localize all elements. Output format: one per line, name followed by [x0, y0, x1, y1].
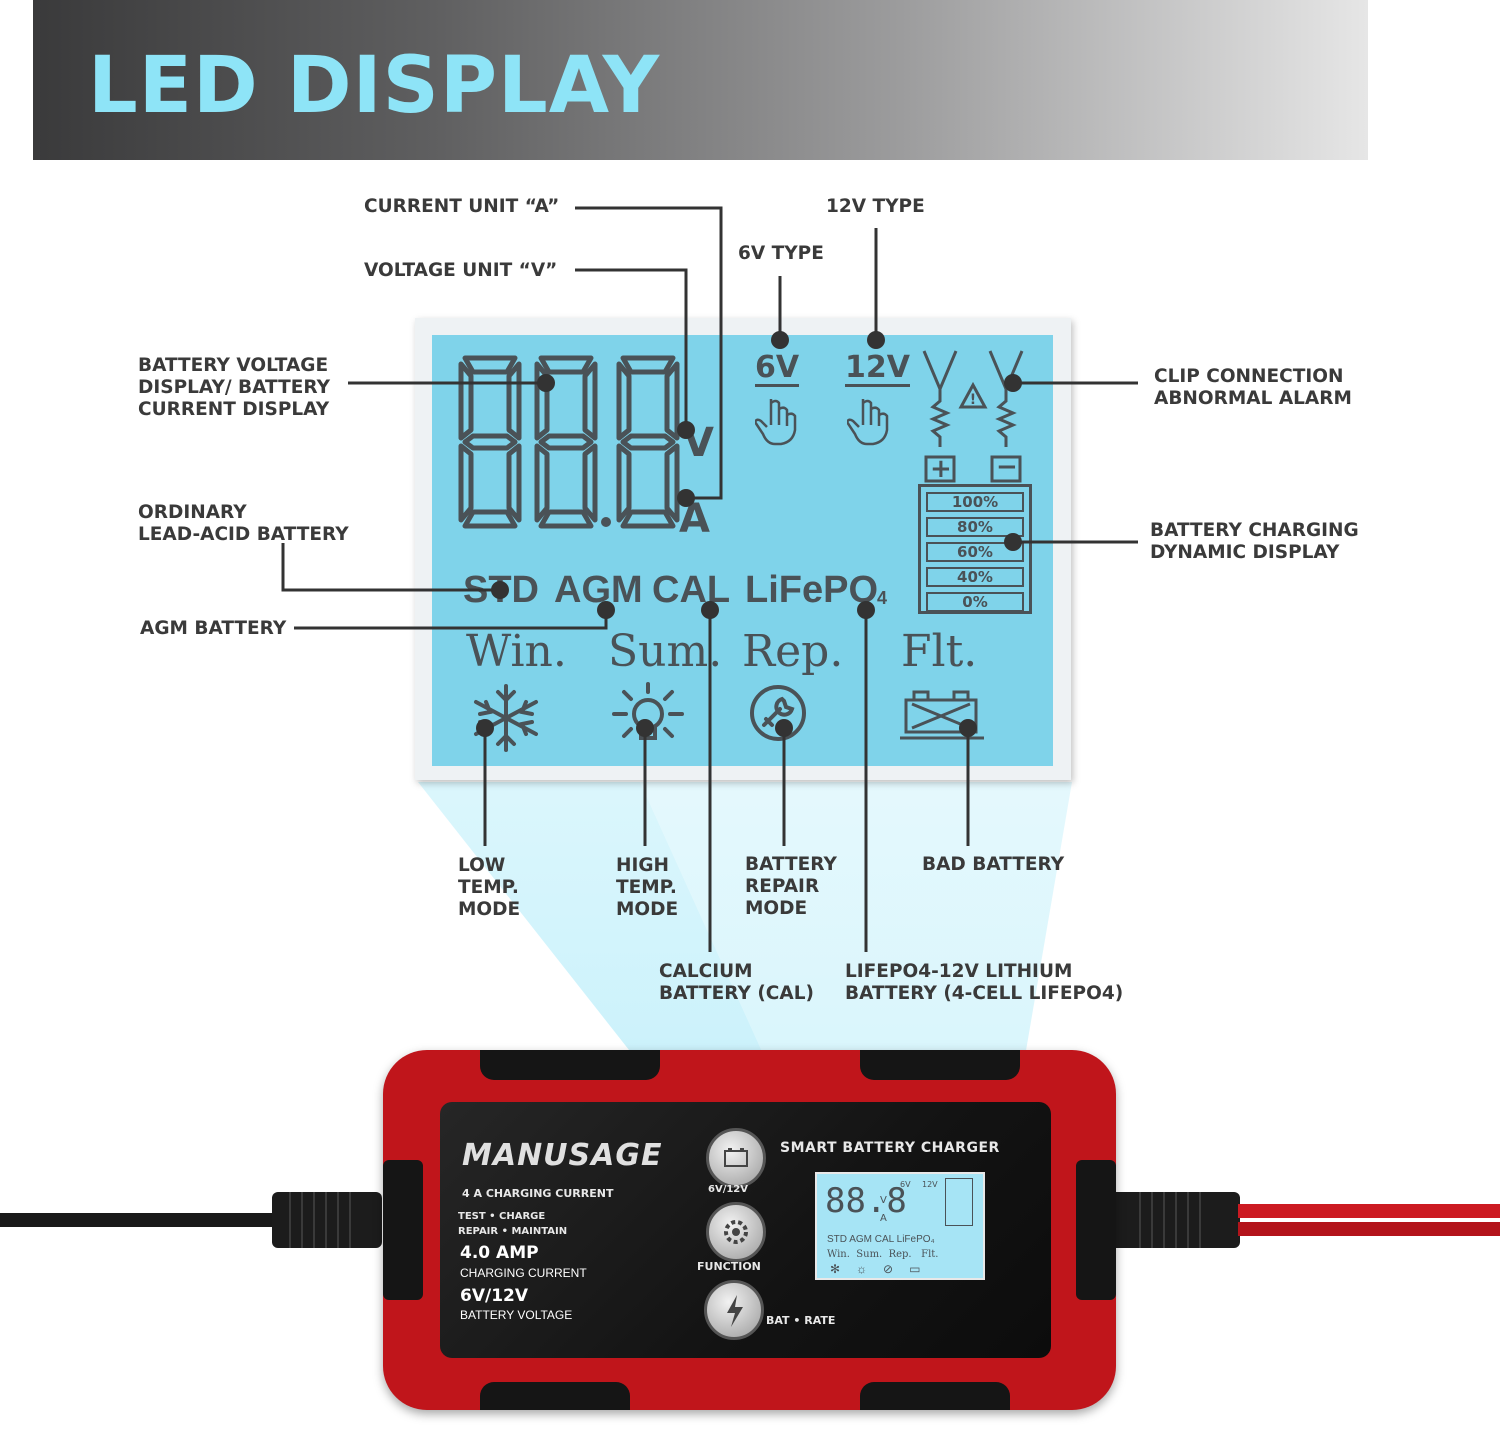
charger-cables — [0, 1192, 1500, 1248]
mini-lcd-digits: 88.8 — [825, 1181, 907, 1221]
callout-current-unit: CURRENT UNIT “A” — [364, 196, 560, 217]
callout-voltage-unit: VOLTAGE UNIT “V” — [364, 260, 558, 281]
header-banner — [33, 0, 1368, 160]
lcd-type-cal: CAL — [652, 569, 731, 611]
charger-top-grip — [860, 1050, 1020, 1080]
charger-top-grip — [480, 1050, 660, 1080]
device-features-2: REPAIR • MAINTAIN — [458, 1226, 568, 1237]
battery-level-0: 0% — [926, 592, 1024, 612]
battery-level-frame — [918, 484, 1032, 614]
callout-bad-battery: BAD BATTERY — [922, 854, 1065, 875]
callout-high-temp: HIGH TEMP. MODE — [616, 855, 679, 920]
lcd-plus: + — [930, 454, 952, 484]
snowflake-icon — [474, 684, 538, 752]
device-amp: 4.0 AMP — [460, 1243, 539, 1263]
function-button-label: FUNCTION — [697, 1260, 761, 1273]
lcd-type-agm: AGM — [554, 569, 643, 611]
callout-repair: BATTERY REPAIR MODE — [745, 854, 837, 919]
mini-lcd-12v: 12V — [922, 1180, 938, 1189]
lcd-mode-sum: Sum. — [608, 626, 723, 677]
mini-lcd-a: A — [880, 1213, 887, 1224]
callout-voltage-display: BATTERY VOLTAGE DISPLAY/ BATTERY CURRENT… — [138, 355, 330, 420]
lcd-mode-rep: Rep. — [742, 626, 844, 677]
battery-level-40: 40% — [926, 567, 1024, 587]
charger-bottom-grip — [480, 1382, 630, 1410]
lcd-mode-flt: Flt. — [901, 626, 978, 677]
svg-text:!: ! — [970, 392, 976, 408]
charger-side-grip — [383, 1160, 423, 1300]
mini-lcd-mode-icons: ✻☼⊘▭ — [830, 1262, 937, 1276]
lightning-icon — [727, 1295, 743, 1327]
function-button[interactable] — [706, 1202, 766, 1262]
callout-low-temp: LOW TEMP. MODE — [458, 855, 521, 920]
mini-lcd-battery — [945, 1178, 973, 1226]
mini-lcd-6v: 6V — [900, 1180, 911, 1189]
callout-agm: AGM BATTERY — [140, 618, 287, 639]
callout-calcium: CALCIUM BATTERY (CAL) — [659, 961, 814, 1004]
page-title: LED DISPLAY — [88, 41, 661, 131]
callout-ordinary-lead-acid: ORDINARY LEAD-ACID BATTERY — [138, 502, 349, 545]
battery-level-60: 60% — [926, 542, 1024, 562]
6v12v-button-label: 6V/12V — [708, 1184, 749, 1195]
device-volt: 6V/12V — [460, 1286, 529, 1306]
6v12v-button[interactable] — [706, 1128, 766, 1188]
mini-lcd-types: STD AGM CAL LiFePO₄ — [827, 1234, 935, 1245]
battery-icon — [724, 1148, 748, 1167]
clip-alarm-icon: ! — [922, 350, 1024, 483]
lcd-type-lifepo-sub: 4 — [877, 588, 888, 608]
lcd-6v-label: 6V — [755, 350, 800, 387]
bat-rate-button-label: BAT • RATE — [766, 1314, 836, 1327]
sun-icon — [612, 682, 684, 740]
device-amp-label: CHARGING CURRENT — [460, 1266, 587, 1280]
callout-charging-display: BATTERY CHARGING DYNAMIC DISPLAY — [1150, 520, 1359, 563]
callout-lifepo4: LIFEPO4-12V LITHIUM BATTERY (4-CELL LIFE… — [845, 961, 1124, 1004]
device-features-1: TEST • CHARGE — [458, 1211, 546, 1222]
brand-logo: MANUSAGE — [462, 1138, 663, 1173]
device-mini-lcd — [815, 1172, 985, 1280]
lcd-mode-win: Win. — [466, 626, 567, 677]
lcd-12v-label: 12V — [845, 350, 910, 387]
battery-level-80: 80% — [926, 517, 1024, 537]
charger-side-grip — [1076, 1160, 1116, 1300]
hand-pointer-icon — [847, 399, 889, 446]
lcd-type-lifepo: LiFePO — [745, 569, 879, 611]
gear-icon — [724, 1220, 748, 1244]
device-subtitle: 4 A CHARGING CURRENT — [462, 1187, 614, 1200]
callout-12v-type: 12V TYPE — [826, 196, 925, 217]
hand-pointer-icon — [755, 399, 797, 446]
callout-6v-type: 6V TYPE — [738, 243, 824, 264]
battery-level-100: 100% — [926, 492, 1024, 512]
device-volt-label: BATTERY VOLTAGE — [460, 1308, 573, 1322]
device-panel-title: SMART BATTERY CHARGER — [780, 1140, 1000, 1156]
wrench-repair-icon — [750, 685, 806, 741]
lcd-minus: − — [996, 452, 1018, 482]
charger-bottom-grip — [860, 1382, 1010, 1410]
callout-clip-alarm: CLIP CONNECTION ABNORMAL ALARM — [1154, 366, 1352, 409]
seven-segment-digits — [458, 355, 685, 529]
mini-lcd-modes: Win. Sum. Rep. Flt. — [827, 1249, 939, 1260]
mini-lcd-v: V — [880, 1195, 887, 1206]
bat-rate-button[interactable] — [704, 1280, 764, 1340]
